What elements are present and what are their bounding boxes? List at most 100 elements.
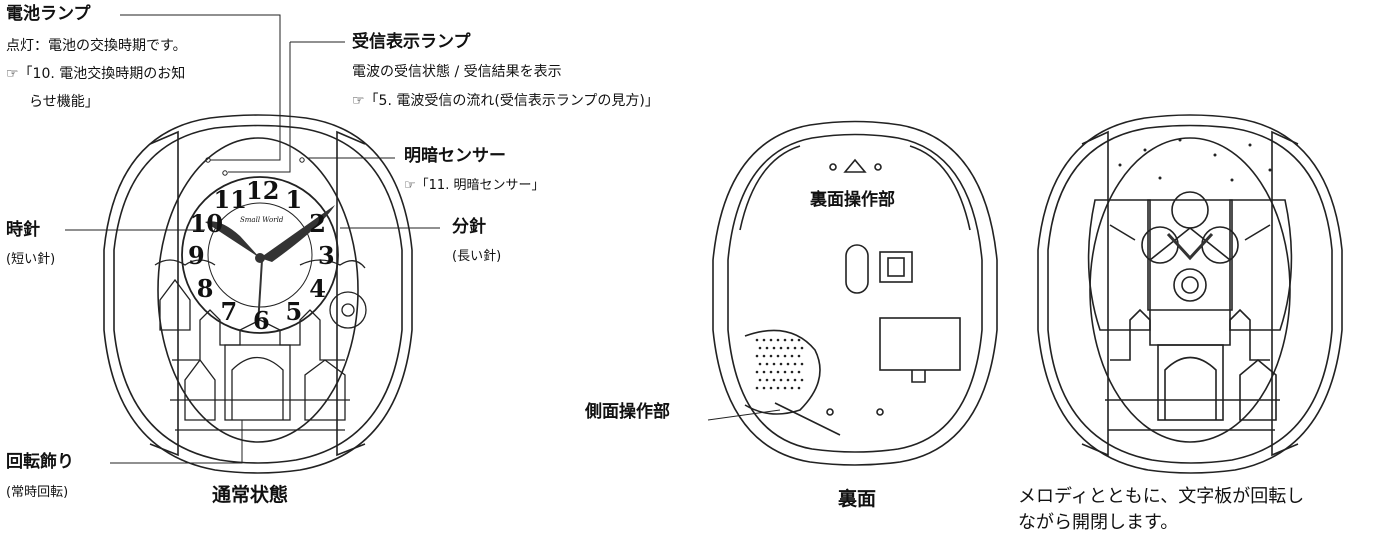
dial-numeral: 11	[213, 184, 247, 214]
melody-clock-stars	[1118, 138, 1272, 182]
receive-lamp-desc: 電波の受信状態 / 受信結果を表示	[352, 64, 562, 80]
receive-lamp-title: 受信表示ランプ	[352, 32, 471, 52]
hour-hand	[205, 221, 260, 258]
light-sensor-title: 明暗センサー	[404, 146, 506, 166]
dial-numeral: 10	[189, 208, 224, 238]
speaker-hole	[762, 354, 766, 358]
speaker-hole	[790, 338, 794, 342]
dial-numeral: 4	[309, 273, 326, 303]
speaker-hole	[790, 370, 794, 374]
back-controls-box	[879, 251, 913, 283]
speaker-hole	[797, 386, 801, 390]
speaker-hole	[800, 378, 804, 382]
speaker-hole	[779, 346, 783, 350]
speaker-hole	[776, 386, 780, 390]
battery-lamp-ref1[interactable]: ☞「10. 電池交換時期のお知	[6, 66, 186, 82]
speaker-hole	[779, 378, 783, 382]
caption-melody-2: ながら開閉します。	[1018, 512, 1179, 533]
front-clock-case	[103, 114, 413, 474]
speaker-hole	[800, 346, 804, 350]
speaker-hole	[797, 370, 801, 374]
back-clock	[712, 120, 998, 466]
caption-normal: 通常状態	[212, 484, 289, 506]
back-leader-lines	[707, 409, 781, 421]
front-clock	[103, 114, 413, 474]
speaker-hole	[783, 386, 787, 390]
speaker-hole	[765, 362, 769, 366]
battery-lamp-ref2[interactable]: らせ機能」	[29, 94, 99, 110]
front-castle-scenery	[154, 259, 367, 431]
receive-lamp-ref[interactable]: ☞「5. 電波受信の流れ(受信表示ランプの見方)」	[352, 93, 659, 109]
speaker-hole	[800, 362, 804, 366]
caption-melody-1: メロディとともに、文字板が回転し	[1018, 486, 1305, 507]
speaker-hole	[758, 378, 762, 382]
speaker-hole	[783, 338, 787, 342]
minute-hand-title: 分針	[452, 217, 486, 237]
speaker-hole	[790, 386, 794, 390]
speaker-hole	[779, 362, 783, 366]
speaker-hole	[786, 362, 790, 366]
speaker-hole	[772, 378, 776, 382]
minute-hand-sub: (長い針)	[452, 249, 502, 264]
minute-hand	[260, 205, 335, 262]
speaker-hole	[776, 338, 780, 342]
speaker-hole	[755, 354, 759, 358]
battery-lamp-title: 電池ランプ	[6, 4, 91, 24]
speaker-hole	[755, 386, 759, 390]
speaker-hole	[769, 370, 773, 374]
dial-numeral: 5	[285, 297, 303, 327]
speaker-hole	[772, 362, 776, 366]
speaker-hole	[783, 370, 787, 374]
speaker-hole	[758, 362, 762, 366]
speaker-hole	[758, 346, 762, 350]
back-controls-label: 裏面操作部	[810, 190, 895, 210]
speaker-hole	[783, 354, 787, 358]
dial-numeral: 2	[309, 208, 326, 238]
speaker-hole	[793, 378, 797, 382]
rotating-ornament-title: 回転飾り	[6, 452, 74, 472]
speaker-hole	[772, 346, 776, 350]
speaker-hole	[765, 346, 769, 350]
speaker-hole	[769, 354, 773, 358]
dial-numeral: 7	[220, 297, 238, 327]
dial-numeral: 9	[188, 241, 205, 270]
dial-numeral: 6	[253, 306, 270, 335]
speaker-hole	[769, 386, 773, 390]
speaker-hole	[769, 338, 773, 342]
dial-numeral: 3	[318, 241, 335, 270]
light-sensor-dot	[299, 157, 305, 163]
melody-clock	[1037, 114, 1343, 474]
speaker-hole	[776, 354, 780, 358]
speaker-hole	[786, 378, 790, 382]
speaker-hole	[762, 338, 766, 342]
speaker-hole	[790, 354, 794, 358]
speaker-hole	[797, 354, 801, 358]
dial-numeral: 12	[246, 176, 280, 205]
rotating-ornament-sub: (常時回転)	[6, 485, 69, 500]
hour-hand-title: 時針	[6, 220, 40, 240]
receive-lamp-dot	[222, 170, 228, 176]
speaker-hole	[762, 386, 766, 390]
speaker	[744, 329, 821, 415]
speaker-hole	[755, 370, 759, 374]
speaker-grill	[755, 338, 804, 390]
caption-back: 裏面	[838, 488, 877, 510]
side-controls-label: 側面操作部	[585, 402, 670, 422]
back-clock-case	[712, 120, 998, 466]
speaker-hole	[786, 346, 790, 350]
front-leader-lines	[65, 14, 440, 464]
dial-numeral: 8	[196, 273, 214, 303]
speaker-hole	[762, 370, 766, 374]
hour-hand-sub: (短い針)	[6, 252, 56, 267]
speaker-hole	[797, 338, 801, 342]
speaker-hole	[793, 362, 797, 366]
speaker-hole	[765, 378, 769, 382]
light-sensor-ref[interactable]: ☞「11. 明暗センサー」	[404, 178, 545, 193]
battery-lamp-desc: 点灯：電池の交換時期です。	[6, 38, 187, 54]
dial-brand: Small World	[240, 216, 284, 224]
dial-numeral: 1	[285, 184, 303, 214]
speaker-hole	[793, 346, 797, 350]
speaker-hole	[755, 338, 759, 342]
speaker-hole	[776, 370, 780, 374]
